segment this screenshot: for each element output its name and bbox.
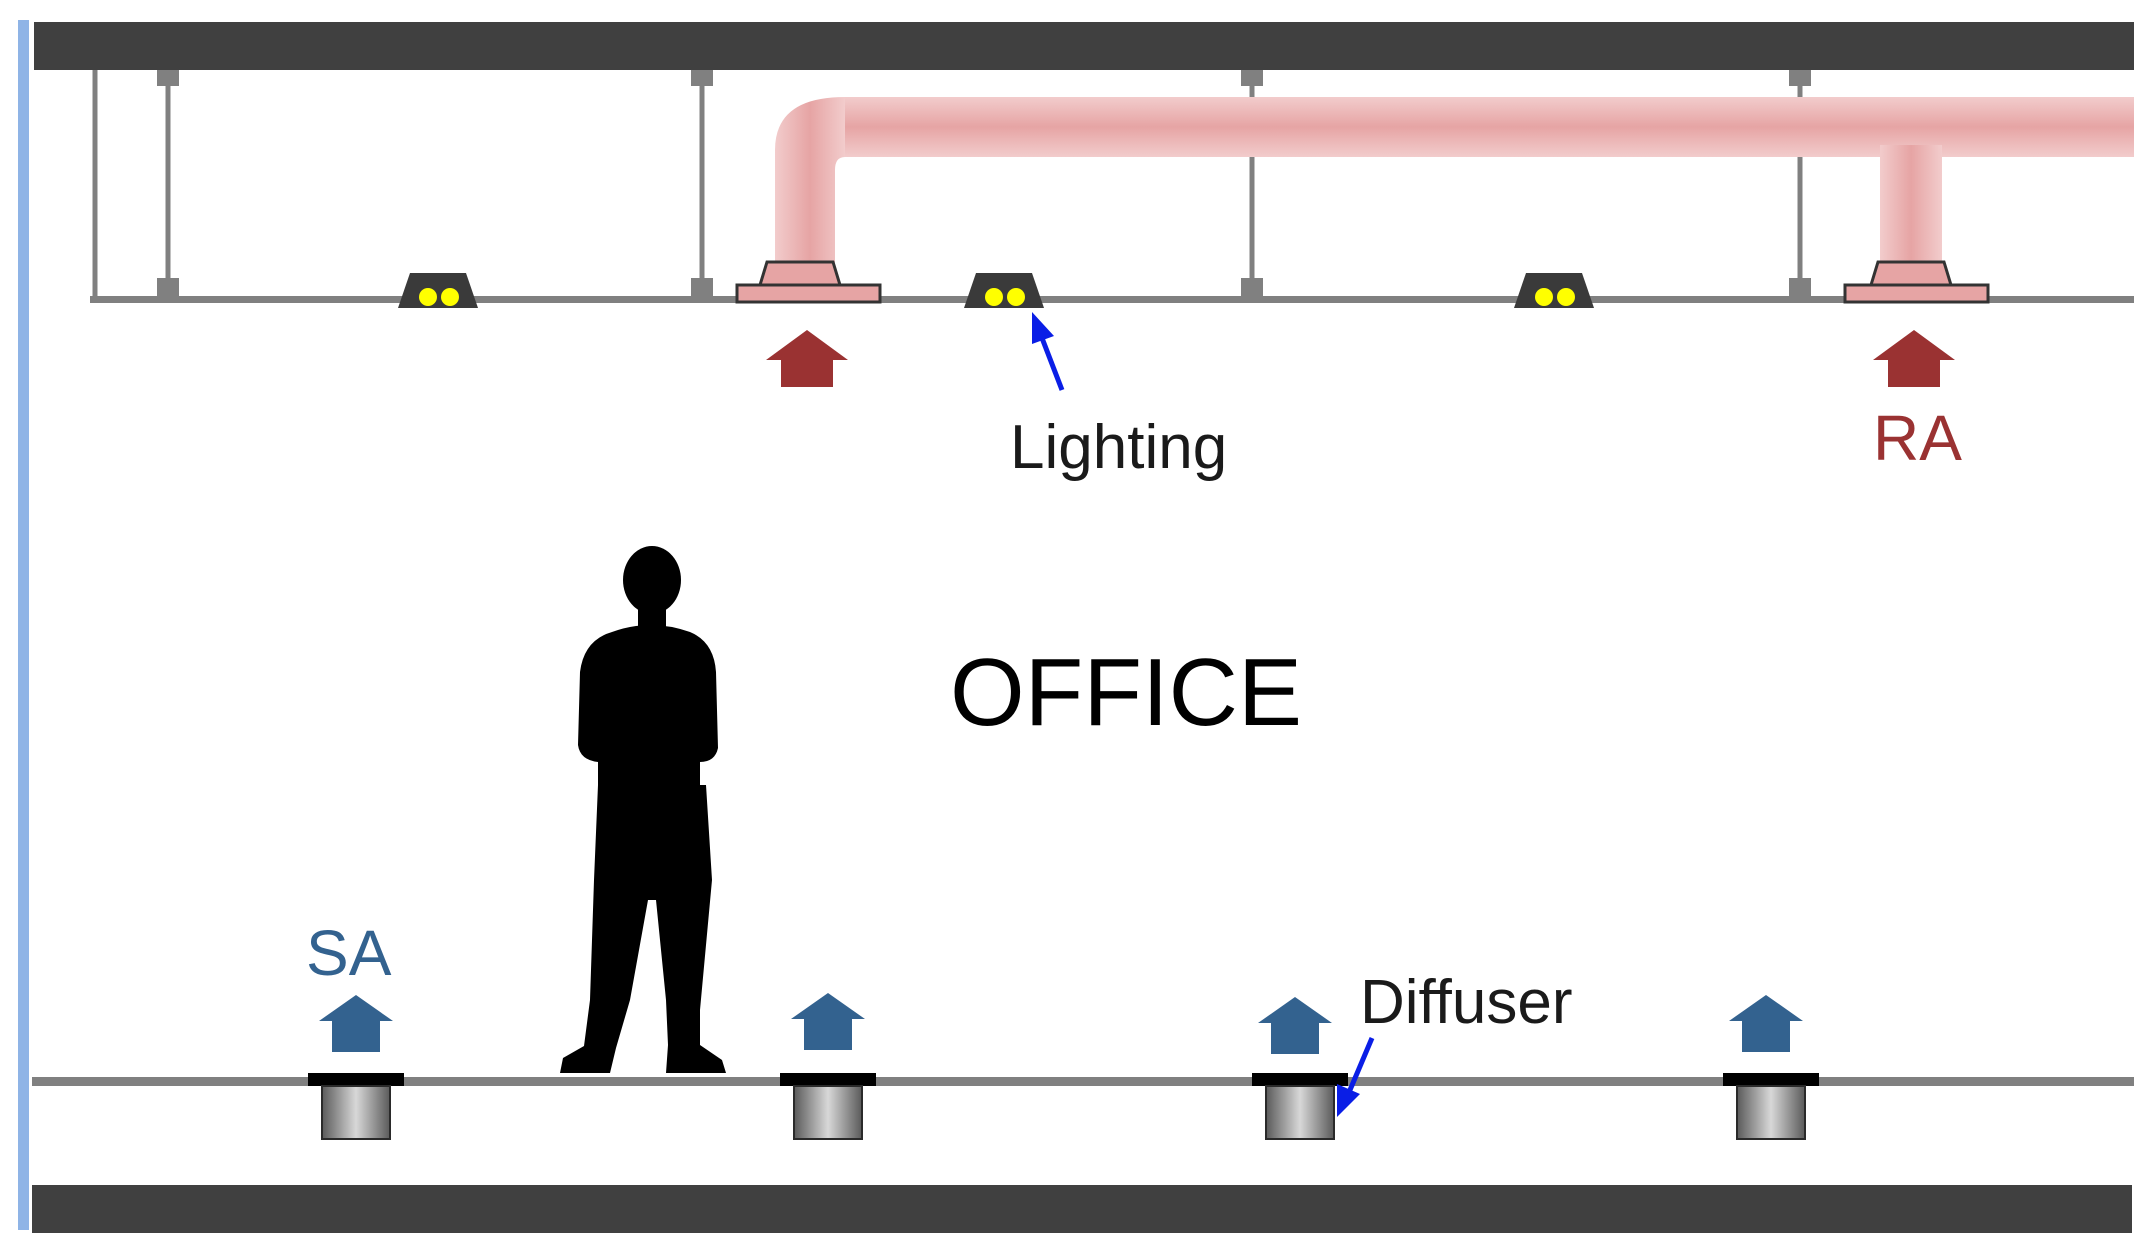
lighting-pointer-arrow [1032,312,1065,391]
supply-air-label: SA [306,917,392,989]
diffuser-label: Diffuser [1360,968,1573,1037]
supply-air-arrow-icon [791,993,865,1050]
return-air-duct [775,97,2134,270]
lighting-label: Lighting [1010,413,1227,482]
person-silhouette-icon [560,546,726,1073]
return-grille-1 [735,260,882,304]
floor-slab [32,1185,2132,1233]
ceiling-light-icon [398,273,478,308]
supply-air-arrow-icon [1258,997,1332,1054]
suspended-ceiling [90,296,2134,303]
return-grille-2 [1843,260,1990,304]
floor-diffuser-icon [780,1073,876,1140]
return-air-arrow-icon [1873,330,1955,387]
supply-air-arrow-icon [1729,995,1803,1052]
ceiling-slab [34,22,2134,70]
floor-diffuser-icon [308,1073,404,1140]
ceiling-light-icon [964,273,1044,308]
raised-floor [32,1077,2134,1086]
left-wall [18,20,29,1230]
room-label: OFFICE [950,639,1302,746]
diffuser-pointer-arrow [1337,1037,1375,1117]
floor-diffuser-icon [1723,1073,1819,1140]
floor-diffuser-icon [1252,1073,1348,1140]
return-air-arrow-icon [766,330,848,387]
return-air-label: RA [1873,402,1962,474]
supply-air-arrow-icon [319,995,393,1052]
ceiling-light-icon [1514,273,1594,308]
